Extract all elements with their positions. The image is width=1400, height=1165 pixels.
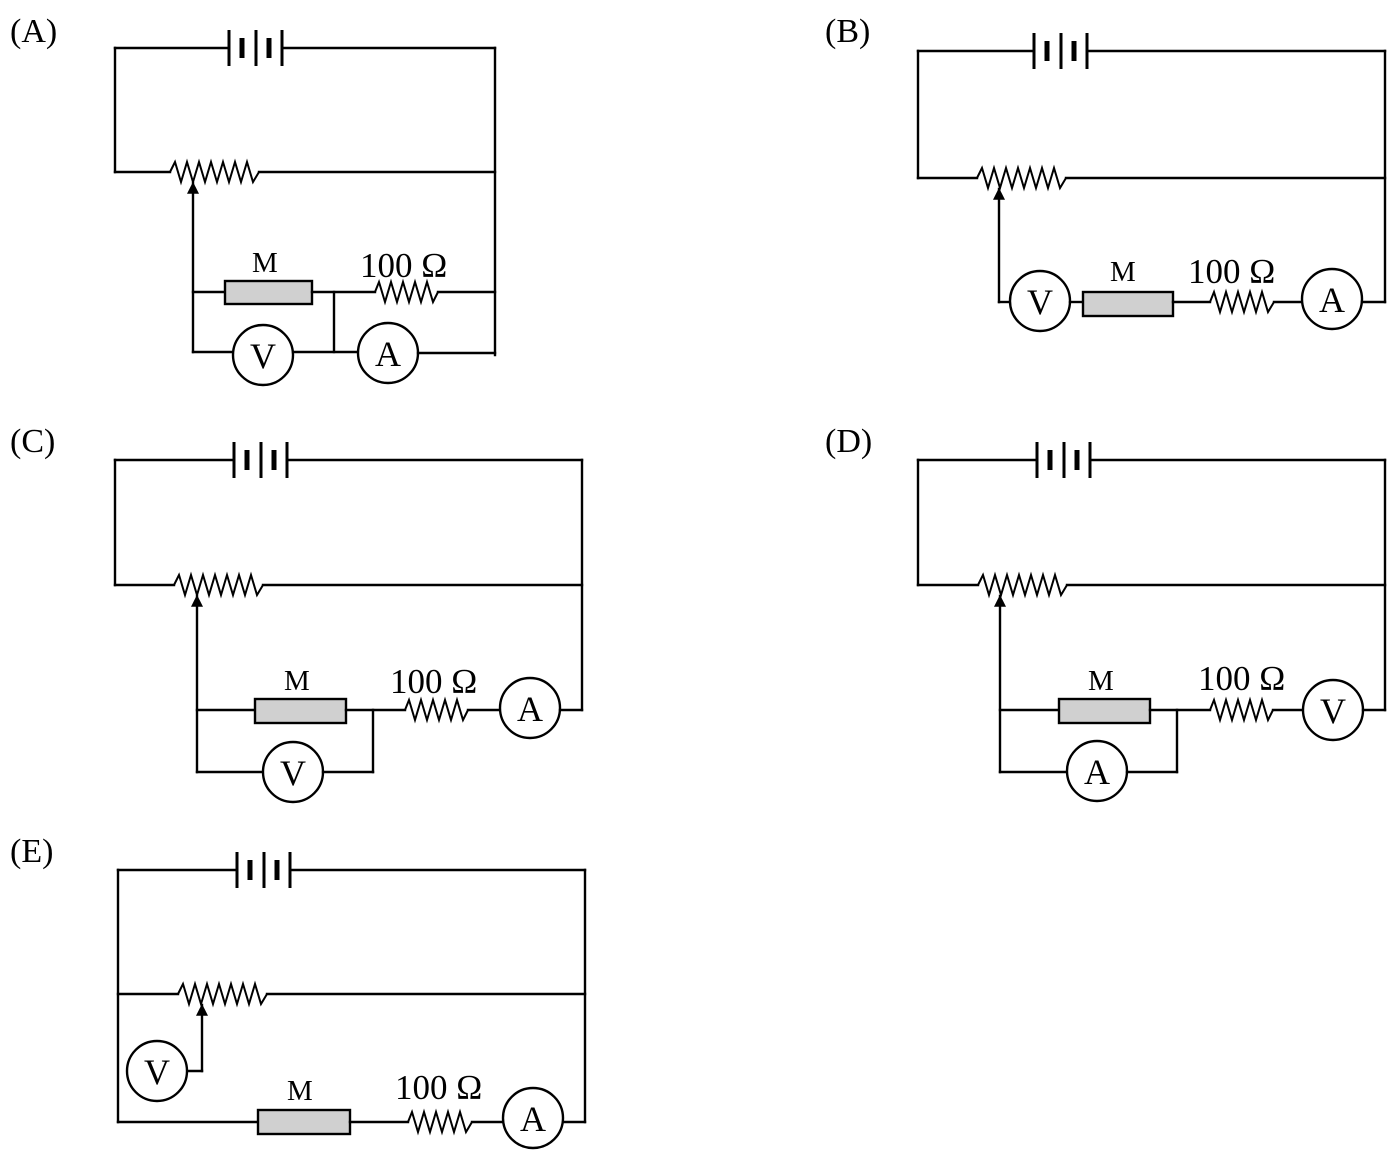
option-e-label: (E) [10,833,53,870]
option-c-label: (C) [10,423,55,460]
resistor-100-a [374,278,439,306]
battery-e [116,852,587,888]
option-a-label: (A) [10,13,57,50]
component-m-c [253,697,348,725]
component-m-label-e: M [287,1075,313,1107]
rheostat-a [169,158,260,186]
voltmeter-label-b: V [1027,282,1053,322]
circuit-e: (E) V M 100 Ω A [10,833,587,1150]
circuit-b: (B) V M 100 Ω A [825,13,1387,333]
component-m-label-a: M [252,247,278,279]
resistor-100-e [407,1108,473,1136]
resistor-100-c [404,696,469,724]
circuit-d: (D) M 100 Ω V A [825,423,1387,803]
option-b-label: (B) [825,13,870,50]
circuit-a: (A) M 100 Ω V A [10,13,497,387]
battery-a [113,30,497,66]
ammeter-b [1300,267,1364,331]
voltmeter-a [231,323,295,387]
component-m-a [223,279,314,306]
component-m-label-d: M [1088,665,1114,697]
rheostat-b [976,164,1067,192]
ammeter-label-b: A [1319,280,1345,320]
ammeter-label-d: A [1084,752,1110,792]
resistor-label-c: 100 Ω [390,662,477,701]
component-m-label-b: M [1110,256,1136,288]
component-m-d [1057,697,1152,725]
component-m-label-c: M [284,665,310,697]
ammeter-label-c: A [517,689,543,729]
voltmeter-label-c: V [280,753,306,793]
voltmeter-label-e: V [144,1052,170,1092]
ammeter-e [501,1086,565,1150]
voltmeter-e [125,1039,189,1103]
option-d-label: (D) [825,423,872,460]
resistor-label-d: 100 Ω [1198,659,1285,698]
component-m-b [1081,290,1175,318]
resistor-label-b: 100 Ω [1188,252,1275,291]
resistor-label-a: 100 Ω [360,246,447,285]
component-m-e [256,1108,352,1136]
rheostat-e [177,980,268,1008]
circuit-c: (C) M 100 Ω A V [10,423,584,804]
battery-b [916,33,1387,69]
voltmeter-label-a: V [250,336,276,376]
rheostat-d [977,571,1068,599]
battery-c [113,442,584,478]
battery-d [916,442,1387,478]
rheostat-c [173,571,264,599]
ammeter-c [498,676,562,740]
resistor-100-b [1209,288,1275,316]
ammeter-label-e: A [520,1099,546,1139]
voltmeter-label-d: V [1320,691,1346,731]
resistor-label-e: 100 Ω [395,1068,482,1107]
resistor-100-d [1209,696,1274,724]
ammeter-label-a: A [375,334,401,374]
